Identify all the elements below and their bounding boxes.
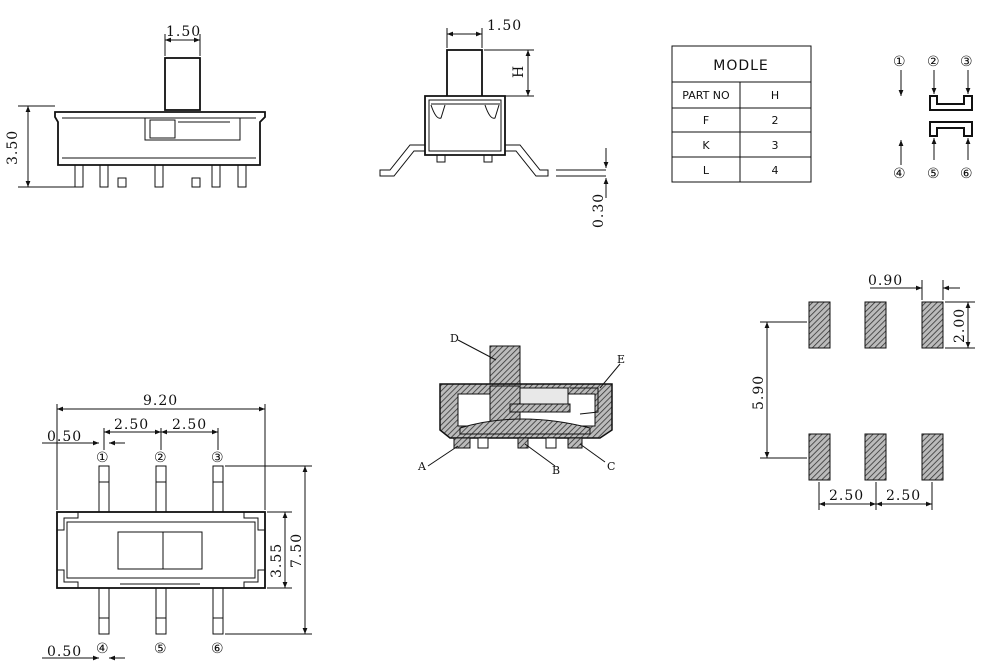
dim-body-height: 3.55 — [269, 543, 285, 578]
dim-pin-width-bottom: 0.50 — [47, 644, 82, 660]
dim-pitch-right: 2.50 — [172, 417, 207, 433]
table-row-part: F — [703, 114, 709, 127]
table-row-h: 4 — [772, 164, 779, 177]
pad — [808, 433, 831, 481]
table-title: MODLE — [713, 58, 769, 74]
pad — [864, 433, 887, 481]
pin-label-2: ② — [927, 54, 940, 70]
dim-pad-span: 5.90 — [751, 375, 767, 410]
pcb-footprint: 0.90 2.00 5.90 2.50 2.50 — [751, 273, 975, 510]
dim-pad-height: 2.00 — [952, 308, 968, 343]
switch-schematic: ① ② ③ ④ ⑤ ⑥ — [893, 54, 973, 182]
dim-side-offset: 0.30 — [591, 193, 607, 228]
pin-label-5: ⑤ — [154, 641, 167, 657]
pad — [864, 301, 887, 349]
section-label-c: C — [607, 460, 615, 473]
pin-label-1: ① — [893, 54, 906, 70]
pad — [921, 301, 944, 349]
pad — [921, 433, 944, 481]
table-row-h: 2 — [772, 114, 779, 127]
pin-label-1: ① — [96, 450, 109, 466]
pin-label-6: ⑥ — [960, 166, 973, 182]
dim-total-height: 7.50 — [289, 533, 305, 568]
model-table: MODLE PART NO H F 2 K 3 L 4 — [671, 45, 812, 183]
pin-label-4: ④ — [893, 166, 906, 182]
cross-section-view: D E A B C — [417, 332, 625, 477]
dim-pad-pitch-left: 2.50 — [829, 488, 864, 504]
pin-label-2: ② — [154, 450, 167, 466]
section-label-d: D — [450, 332, 459, 345]
pin-label-5: ⑤ — [927, 166, 940, 182]
dim-side-h: H — [511, 65, 527, 78]
top-view: 9.20 2.50 2.50 0.50 ① ② ③ 0.50 ④ ⑤ ⑥ 3.5… — [42, 393, 312, 661]
table-row-h: 3 — [772, 139, 779, 152]
dim-pitch-left: 2.50 — [114, 417, 149, 433]
dim-top-height: 3.50 — [5, 130, 21, 165]
pad — [808, 301, 831, 349]
pin-label-4: ④ — [96, 641, 109, 657]
dim-pad-width: 0.90 — [868, 273, 903, 289]
side-view: 1.50 H 0.30 — [379, 18, 609, 228]
section-label-e: E — [617, 353, 625, 366]
dim-pin-width-top: 0.50 — [47, 429, 82, 445]
pin-label-3: ③ — [960, 54, 973, 70]
front-view: 1.50 3.50 — [5, 24, 266, 188]
dim-pad-pitch-right: 2.50 — [886, 488, 921, 504]
dim-side-width: 1.50 — [487, 18, 522, 34]
pin-label-6: ⑥ — [211, 641, 224, 657]
section-label-a: A — [417, 460, 427, 473]
dim-total-width: 9.20 — [143, 393, 178, 409]
pin-label-3: ③ — [211, 450, 224, 466]
table-col-h: H — [771, 89, 779, 102]
table-row-part: K — [702, 139, 710, 152]
table-col-part: PART NO — [682, 89, 730, 102]
table-row-part: L — [703, 164, 710, 177]
section-label-b: B — [552, 464, 560, 477]
dim-top-width: 1.50 — [166, 24, 201, 40]
